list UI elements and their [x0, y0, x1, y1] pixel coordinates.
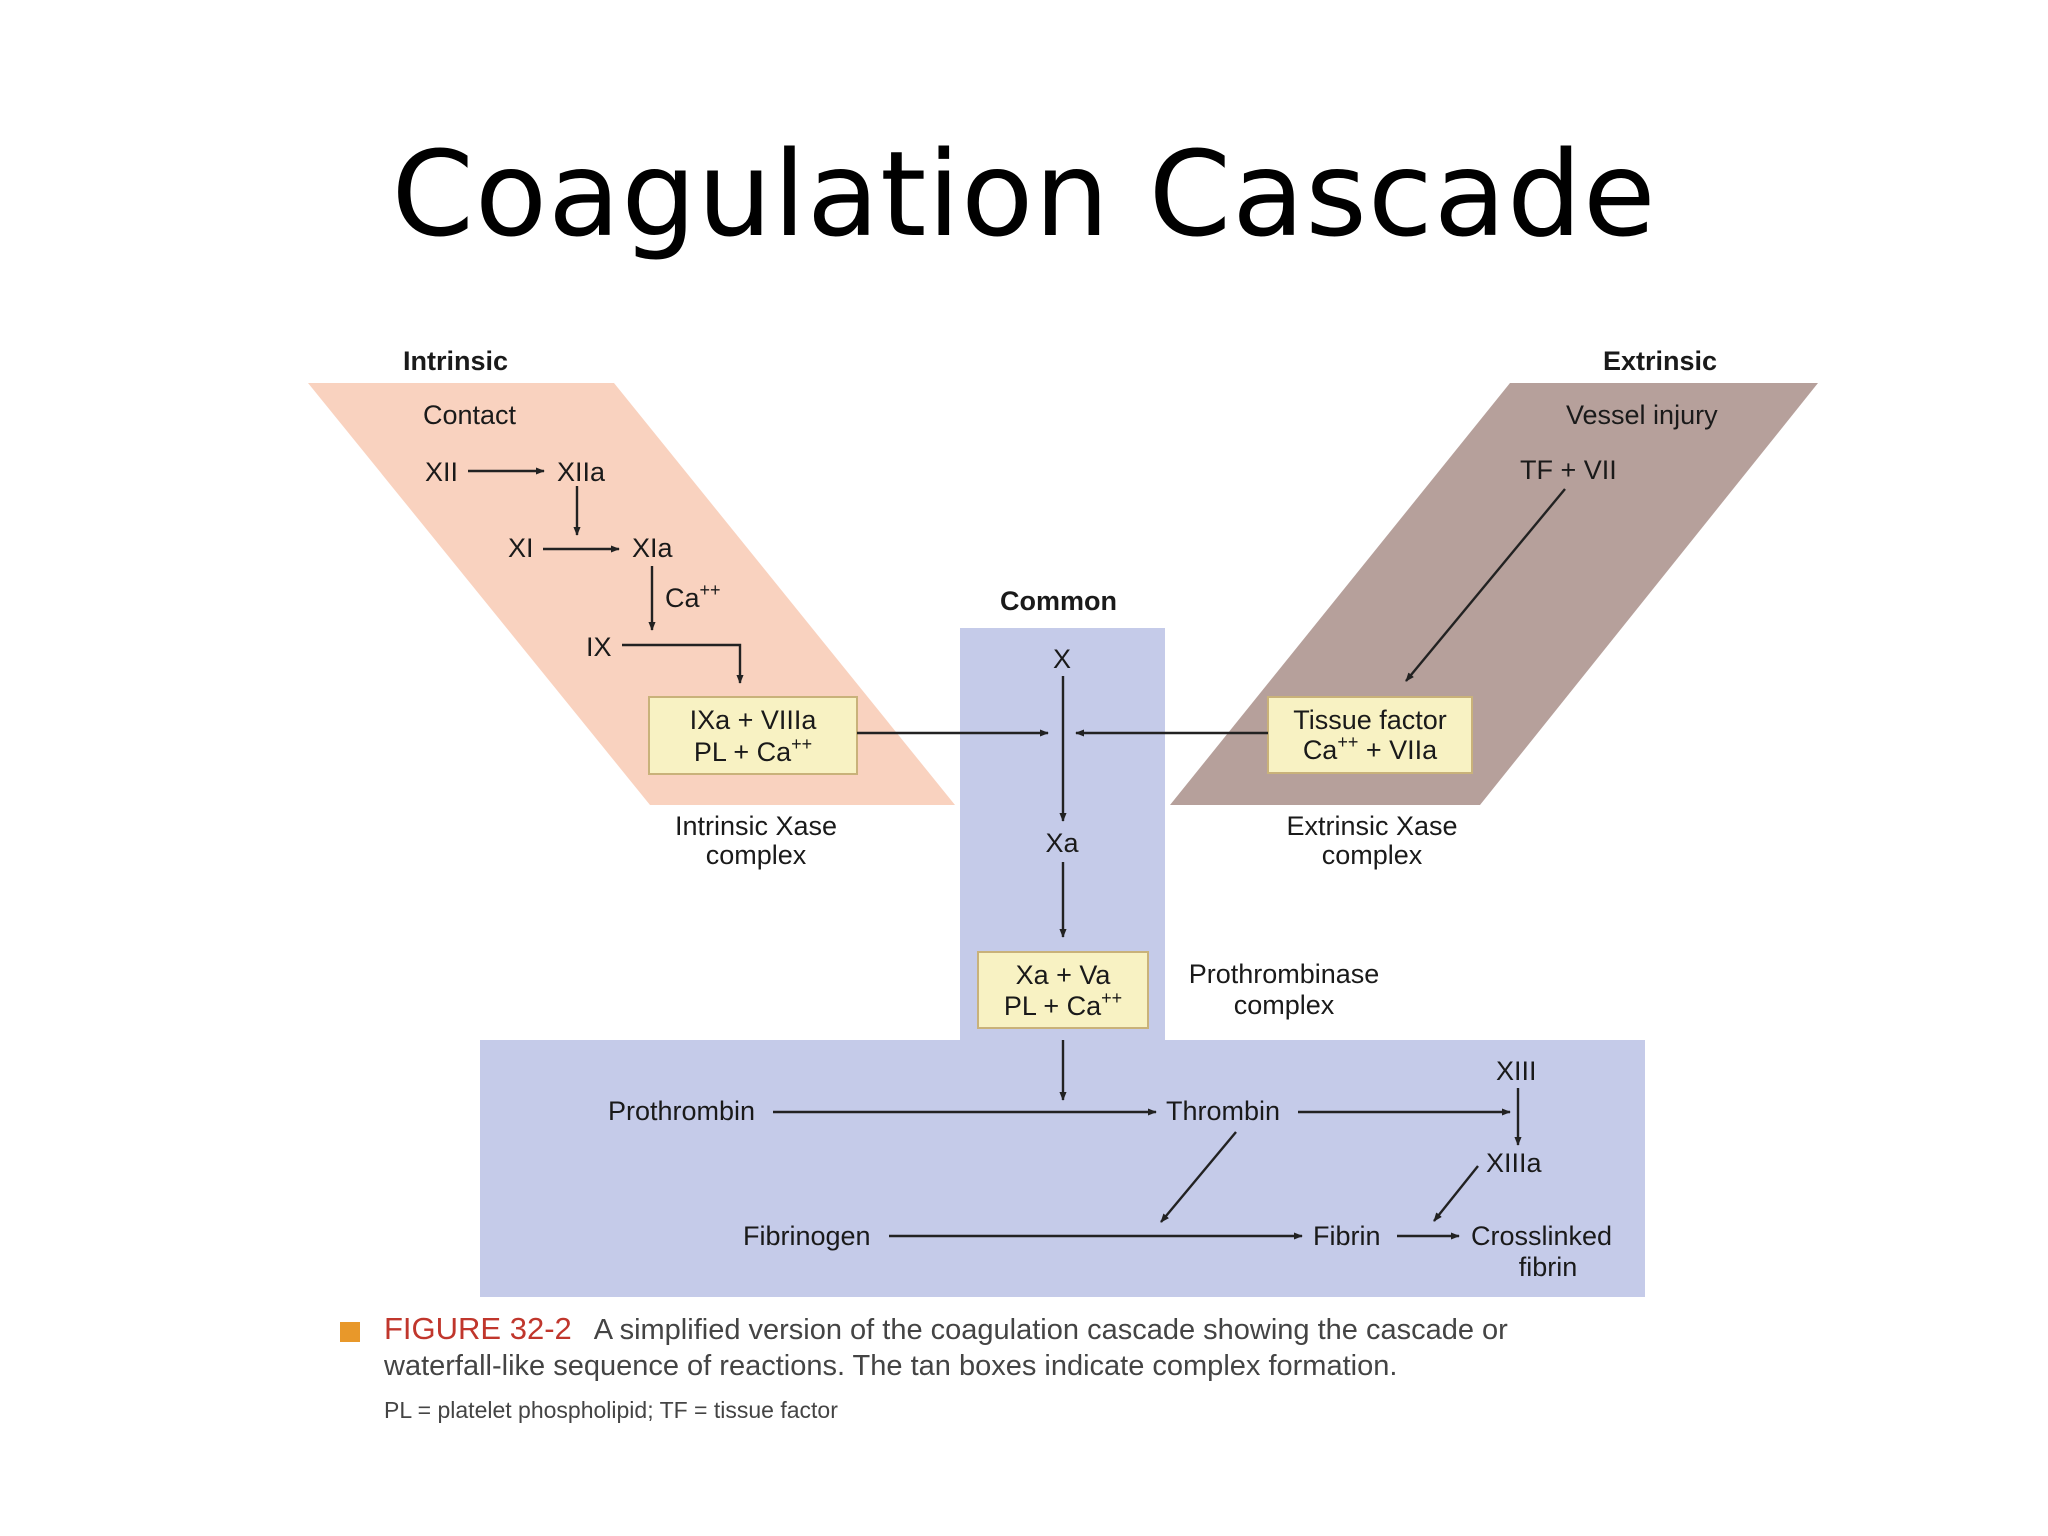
- node-xiiia: XIIIa: [1486, 1148, 1543, 1178]
- node-crosslinked-fibrin-line1: Crosslinked: [1471, 1221, 1612, 1251]
- node-fibrin: Fibrin: [1313, 1221, 1381, 1251]
- node-ix: IX: [586, 632, 612, 662]
- intrinsic-xase-label-line2: complex: [706, 840, 807, 870]
- prothrombinase-line2: PL + Ca++: [1004, 988, 1122, 1021]
- node-fibrinogen: Fibrinogen: [743, 1221, 871, 1251]
- node-x: X: [1053, 644, 1071, 674]
- node-tf-vii: TF + VII: [1520, 455, 1617, 485]
- prothrombinase-box: [977, 951, 1149, 1029]
- extrinsic-header: Extrinsic: [1603, 346, 1717, 376]
- caption-bullet: [340, 1322, 360, 1342]
- node-xiia: XIIa: [557, 457, 606, 487]
- vessel-injury-label: Vessel injury: [1566, 400, 1718, 430]
- figure-number: FIGURE 32-2: [384, 1311, 572, 1346]
- arrow-thrombin-fibrinogen: [1160, 1131, 1237, 1223]
- arrow-tf-complex: [1405, 488, 1566, 682]
- extrinsic-xase-label-line1: Extrinsic Xase: [1286, 811, 1457, 841]
- prothrombinase-label-line2: complex: [1234, 990, 1335, 1020]
- node-xii: XII: [425, 457, 458, 487]
- node-crosslinked-fibrin-line2: fibrin: [1519, 1252, 1578, 1282]
- common-header: Common: [1000, 586, 1117, 616]
- figure-caption-footnote: PL = platelet phospholipid; TF = tissue …: [384, 1397, 838, 1423]
- node-prothrombin: Prothrombin: [608, 1096, 755, 1126]
- node-xia: XIa: [632, 533, 674, 563]
- prothrombinase-line1: Xa + Va: [1016, 960, 1112, 990]
- intrinsic-complex-line2: PL + Ca++: [694, 734, 812, 767]
- figure-caption-line2: waterfall-like sequence of reactions. Th…: [384, 1350, 1398, 1382]
- intrinsic-header: Intrinsic: [403, 346, 508, 376]
- node-thrombin: Thrombin: [1166, 1096, 1280, 1126]
- page-title: Coagulation Cascade: [391, 125, 1657, 263]
- extrinsic-xase-label-line2: complex: [1322, 840, 1423, 870]
- cofactor-ca: Ca++: [665, 580, 721, 613]
- node-xiii: XIII: [1496, 1056, 1537, 1086]
- arrow-ix-complex: [622, 643, 744, 684]
- node-xa: Xa: [1045, 828, 1079, 858]
- intrinsic-xase-label-line1: Intrinsic Xase: [675, 811, 837, 841]
- extrinsic-complex-line2: Ca++ + VIIa: [1303, 732, 1438, 765]
- extrinsic-complex-line1: Tissue factor: [1293, 705, 1447, 735]
- prothrombinase-label-line1: Prothrombinase: [1189, 959, 1380, 989]
- arrow-xiiia-crosslink: [1433, 1165, 1479, 1222]
- intrinsic-xase-box: [648, 696, 858, 775]
- node-xi: XI: [508, 533, 534, 563]
- extrinsic-xase-box: [1267, 696, 1473, 774]
- intrinsic-complex-line1: IXa + VIIIa: [690, 705, 818, 735]
- contact-label: Contact: [423, 400, 517, 430]
